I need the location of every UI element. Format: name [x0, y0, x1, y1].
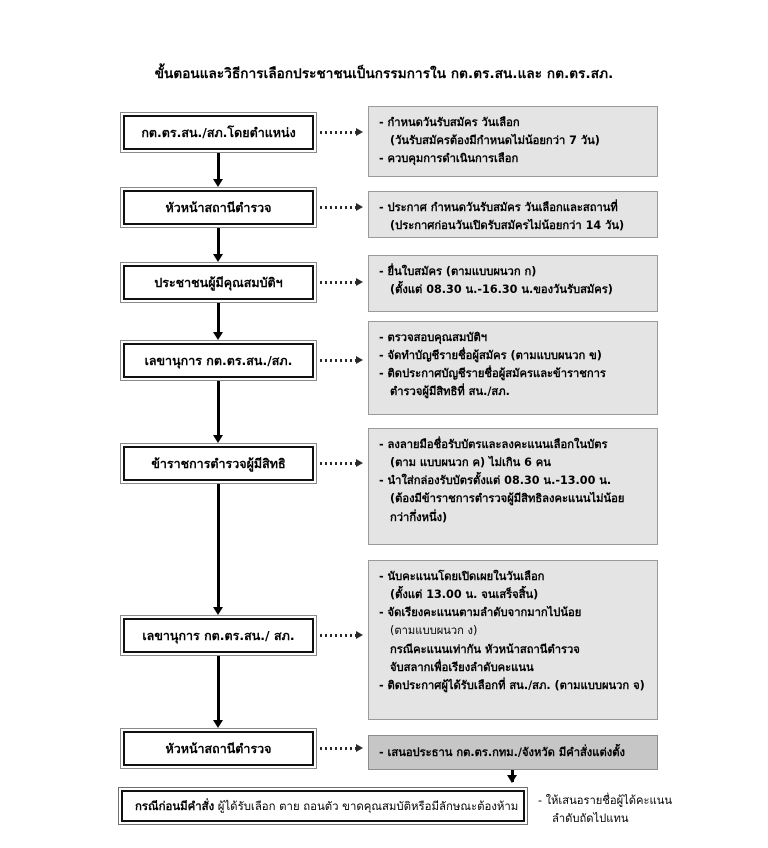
actor-box-7-inner: หัวหน้าสถานีตำรวจ [123, 731, 314, 766]
bottom-text-lead: กรณีก่อนมีคำสั่ง [135, 798, 215, 813]
connector-line-4-5 [217, 381, 220, 435]
detail-4-line-3: - ติดประกาศบัญชีรายชื่อผู้สมัครและข้าราช… [379, 367, 606, 381]
detail-5-line-3: - นำใส่กล่องรับบัตรตั้งแต่ 08.30 น.-13.0… [379, 474, 612, 488]
bottom-special-box-inner: กรณีก่อนมีคำสั่ง ผู้ได้รับเลือก ตาย ถอนต… [121, 790, 525, 822]
bottom-text-rest: ผู้ได้รับเลือก ตาย ถอนตัว ขาดคุณสมบัติหร… [214, 798, 519, 813]
connector-line-6-7 [217, 656, 220, 720]
detail-6-line-1: - นับคะแนนโดยเปิดเผยในวันเลือก [379, 570, 545, 583]
detail-6-line-7: - ติดประกาศผู้ได้รับเลือกที่ สน./สภ. (ตา… [379, 678, 645, 692]
page-title: ขั้นตอนและวิธีการเลือกประชาชนเป็นกรรมการ… [154, 66, 614, 82]
dotted-connector-6 [320, 634, 356, 637]
detail-3-line-1: - ยื่นใบสมัคร (ตามแบบผนวก ก) [379, 265, 537, 278]
actor-box-4[interactable]: เลขานุการ กต.ตร.สน./สภ. [120, 340, 317, 381]
detail-4-line-1: - ตรวจสอบคุณสมบัติฯ [379, 331, 488, 344]
detail-2-line-2: (ประกาศก่อนวันเปิดรับสมัครไม่น้อยกว่า 14… [390, 219, 625, 233]
connector-arrow-3-4 [213, 332, 223, 340]
connector-arrow-2-3 [213, 254, 223, 262]
detail-6-line-4: (ตามแบบผนวก ง) [390, 624, 478, 638]
detail-box-4: - ตรวจสอบคุณสมบัติฯ - จัดทำบัญชีรายชื่อผ… [368, 321, 658, 415]
actor-label-4: เลขานุการ กต.ตร.สน./สภ. [144, 352, 293, 368]
dotted-arrow-3-icon [356, 278, 363, 286]
actor-label-6: เลขานุการ กต.ตร.สน./ สภ. [142, 627, 295, 643]
connector-arrow-detail7-bottom [507, 775, 517, 783]
dotted-connector-1 [320, 131, 356, 134]
detail-box-2: - ประกาศ กำหนดวันรับสมัคร วันเลือกและสถา… [368, 191, 658, 238]
detail-2-line-1: - ประกาศ กำหนดวันรับสมัคร วันเลือกและสถา… [379, 201, 618, 214]
connector-arrow-4-5 [213, 435, 223, 443]
dotted-arrow-1-icon [356, 128, 363, 136]
dotted-connector-2 [320, 206, 356, 209]
connector-line-1-2 [217, 153, 220, 179]
dotted-arrow-2-icon [356, 203, 363, 211]
actor-label-5: ข้าราชการตำรวจผู้มีสิทธิ [151, 455, 286, 471]
dotted-arrow-7-icon [356, 744, 363, 752]
detail-3-line-2: (ตั้งแต่ 08.30 น.-16.30 น.ของวันรับสมัคร… [390, 283, 613, 297]
detail-box-7: - เสนอประธาน กต.ตร.กทม./จังหวัด มีคำสั่ง… [368, 735, 658, 770]
detail-4-line-4: ตำรวจผู้มีสิทธิที่ สน./สภ. [390, 385, 510, 399]
detail-4-line-2: - จัดทำบัญชีรายชื่อผู้สมัคร (ตามแบบผนวก … [379, 349, 602, 363]
connector-line-2-3 [217, 228, 220, 254]
detail-5-line-1: - ลงลายมือชื่อรับบัตรและลงคะแนนเลือกในบั… [379, 438, 608, 451]
actor-box-7[interactable]: หัวหน้าสถานีตำรวจ [120, 728, 317, 769]
actor-box-3[interactable]: ประชาชนผู้มีคุณสมบัติฯ [120, 262, 317, 303]
actor-box-5-inner: ข้าราชการตำรวจผู้มีสิทธิ [123, 446, 314, 481]
detail-6-line-5: กรณีคะแนนเท่ากัน หัวหน้าสถานีตำรวจ [390, 642, 580, 656]
connector-line-3-4 [217, 303, 220, 332]
dotted-arrow-5-icon [356, 459, 363, 467]
bottom-special-box[interactable]: กรณีก่อนมีคำสั่ง ผู้ได้รับเลือก ตาย ถอนต… [118, 787, 528, 825]
detail-box-1: - กำหนดวันรับสมัคร วันเลือก (วันรับสมัคร… [368, 106, 658, 177]
detail-5-line-5: กว่ากึ่งหนึ่ง) [390, 510, 448, 524]
actor-box-2[interactable]: หัวหน้าสถานีตำรวจ [120, 187, 317, 228]
dotted-connector-4 [320, 359, 356, 362]
actor-label-3: ประชาชนผู้มีคุณสมบัติฯ [154, 274, 283, 290]
detail-box-6: - นับคะแนนโดยเปิดเผยในวันเลือก (ตั้งแต่ … [368, 560, 658, 720]
bottom-text: กรณีก่อนมีคำสั่ง ผู้ได้รับเลือก ตาย ถอนต… [135, 799, 518, 814]
detail-1-line-3: - ควบคุมการดำเนินการเลือก [379, 152, 519, 166]
detail-7-line-1: - เสนอประธาน กต.ตร.กทม./จังหวัด มีคำสั่ง… [379, 745, 625, 759]
detail-6-line-2: (ตั้งแต่ 13.00 น. จนเสร็จสิ้น) [390, 588, 539, 602]
actor-label-2: หัวหน้าสถานีตำรวจ [165, 199, 272, 215]
connector-line-5-6 [217, 484, 220, 607]
actor-box-3-inner: ประชาชนผู้มีคุณสมบัติฯ [123, 265, 314, 300]
actor-box-2-inner: หัวหน้าสถานีตำรวจ [123, 190, 314, 225]
bottom-note-line-2: ลำดับถัดไปแทน [552, 812, 629, 825]
detail-1-line-2: (วันรับสมัครต้องมีกำหนดไม่น้อยกว่า 7 วัน… [390, 134, 600, 148]
detail-6-line-6: จับสลากเพื่อเรียงลำดับคะแนน [390, 660, 534, 674]
detail-box-5: - ลงลายมือชื่อรับบัตรและลงคะแนนเลือกในบั… [368, 428, 658, 545]
bottom-note-line-1: - ให้เสนอรายชื่อผู้ได้คะแนน [538, 794, 673, 807]
actor-box-6-inner: เลขานุการ กต.ตร.สน./ สภ. [123, 618, 314, 653]
actor-box-1[interactable]: กต.ตร.สน./สภ.โดยตำแหน่ง [120, 112, 317, 153]
actor-box-5[interactable]: ข้าราชการตำรวจผู้มีสิทธิ [120, 443, 317, 484]
connector-arrow-5-6 [213, 607, 223, 615]
detail-box-3: - ยื่นใบสมัคร (ตามแบบผนวก ก) (ตั้งแต่ 08… [368, 255, 658, 312]
actor-box-4-inner: เลขานุการ กต.ตร.สน./สภ. [123, 343, 314, 378]
connector-arrow-6-7 [213, 720, 223, 728]
connector-arrow-1-2 [213, 179, 223, 187]
actor-label-1: กต.ตร.สน./สภ.โดยตำแหน่ง [141, 124, 296, 140]
detail-1-line-1: - กำหนดวันรับสมัคร วันเลือก [379, 116, 520, 129]
dotted-connector-5 [320, 462, 356, 465]
actor-box-1-inner: กต.ตร.สน./สภ.โดยตำแหน่ง [123, 115, 314, 150]
detail-5-line-2: (ตาม แบบผนวก ค) ไม่เกิน 6 คน [390, 456, 551, 470]
dotted-connector-7 [320, 747, 356, 750]
actor-box-6[interactable]: เลขานุการ กต.ตร.สน./ สภ. [120, 615, 317, 656]
detail-6-line-3: - จัดเรียงคะแนนตามลำดับจากมากไปน้อย [379, 606, 582, 620]
dotted-connector-3 [320, 281, 356, 284]
dotted-arrow-6-icon [356, 631, 363, 639]
actor-label-7: หัวหน้าสถานีตำรวจ [165, 740, 272, 756]
dotted-arrow-4-icon [356, 356, 363, 364]
detail-5-line-4: (ต้องมีข้าราชการตำรวจผู้มีสิทธิลงคะแนนไม… [390, 492, 625, 506]
